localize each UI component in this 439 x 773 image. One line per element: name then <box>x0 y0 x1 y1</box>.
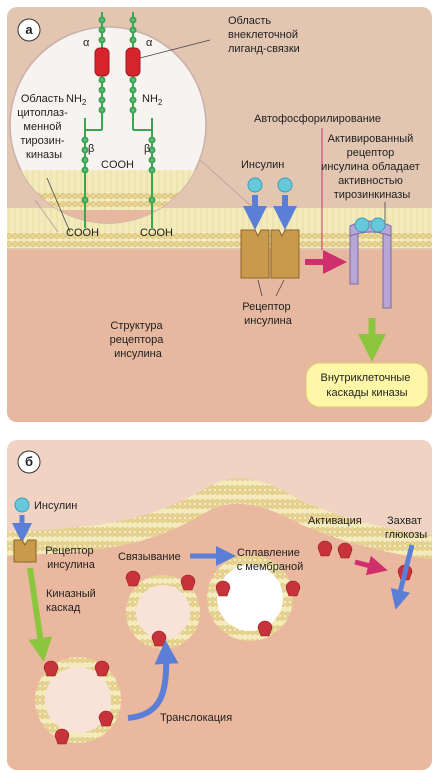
insulin-molecule-a1 <box>247 177 263 193</box>
ligand-leader <box>139 39 211 59</box>
receptor-chains <box>81 12 156 228</box>
glut-4a <box>317 540 333 557</box>
insulin-bound-1 <box>354 217 370 233</box>
ligand-domain-right <box>125 47 141 77</box>
activated-receptor-label: Активированный рецептор инсулина обладае… <box>321 133 423 201</box>
vesicle-3-fusing <box>207 555 293 641</box>
receptor-left-half <box>240 229 270 279</box>
receptor-b <box>13 539 37 563</box>
panel-b-letter: б <box>25 454 33 469</box>
zoom-line-left <box>34 199 59 233</box>
ligand-region-label: Область внеклеточной лиганд-связки <box>228 15 301 55</box>
glut-3b <box>285 580 301 597</box>
alpha-label-left: α <box>83 37 90 49</box>
fusion-label: Сплавление с мембраной <box>237 547 304 573</box>
panel-a-badge <box>17 18 41 42</box>
glut-3a <box>215 580 231 597</box>
nh2-label-right: NH2 <box>142 93 163 107</box>
activation-label: Активация <box>308 515 362 527</box>
glut-4b <box>337 542 353 559</box>
receptor-label-b: Рецептор инсулина <box>45 545 96 571</box>
receptor-leader-2 <box>275 279 285 297</box>
glut-2b <box>180 574 196 591</box>
glut-2a <box>125 570 141 587</box>
alpha-label-right: α <box>146 37 153 49</box>
binding-label: Связывание <box>118 551 181 563</box>
kinase-cascade-arrow <box>27 567 53 662</box>
glucose-arrow <box>390 544 415 610</box>
insulin-label-a: Инсулин <box>241 159 284 171</box>
insulin-label-b: Инсулин <box>34 500 77 512</box>
cooh-label-left: COOH <box>66 227 99 239</box>
ligand-domain-left <box>94 47 110 77</box>
glut-1d <box>54 728 70 745</box>
translocation-arrow <box>127 640 179 721</box>
cooh-label-top: COOH <box>101 159 134 171</box>
receptor-leader-1 <box>257 279 263 297</box>
beta-label-right: β <box>144 143 150 155</box>
insulin-molecule-b <box>14 497 30 513</box>
activation-arrow-b <box>354 555 388 576</box>
kinase-cascade-label: Киназный каскад <box>46 588 99 614</box>
panel-a-letter: а <box>25 22 33 37</box>
panel-b-badge <box>17 450 41 474</box>
zoom-line-right <box>199 159 259 213</box>
structure-label: Структура рецептора инсулина <box>110 320 167 360</box>
cooh-label-right: COOH <box>140 227 173 239</box>
insulin-molecule-a2 <box>277 177 293 193</box>
panel-b: б Инсулин Рецептор инсулина Киназный кас… <box>7 440 432 770</box>
kinase-leader <box>46 177 71 233</box>
cascades-label: Внутриклеточные каскады киназы <box>320 372 413 399</box>
glucose-uptake-label: Захват глюкозы <box>385 515 427 541</box>
vesicle-1 <box>35 657 121 743</box>
nh2-label-left: NH2 <box>66 93 87 107</box>
panel-a: α α NH2 NH2 β β COOH COOH COOH а Область… <box>7 7 432 422</box>
cascades-callout <box>305 362 429 408</box>
insulin-bound-2 <box>370 217 386 233</box>
glut-1a <box>43 660 59 677</box>
cell-membrane-b <box>7 478 432 560</box>
autophos-label: Автофосфорилирование <box>254 113 381 125</box>
glut-1b <box>94 660 110 677</box>
glut-1c <box>98 710 114 727</box>
beta-label-left: β <box>88 143 94 155</box>
glut-2c <box>151 630 167 647</box>
chain-beads <box>81 16 156 204</box>
vesicles <box>35 555 293 743</box>
receptor-right-half <box>270 229 300 279</box>
glut-3c <box>257 620 273 637</box>
kinase-region-label: Область цитоплаз- менной тирозин- киназы <box>17 93 71 161</box>
translocation-label: Транслокация <box>160 712 232 724</box>
receptor-label-a: Рецептор инсулина <box>242 301 293 327</box>
